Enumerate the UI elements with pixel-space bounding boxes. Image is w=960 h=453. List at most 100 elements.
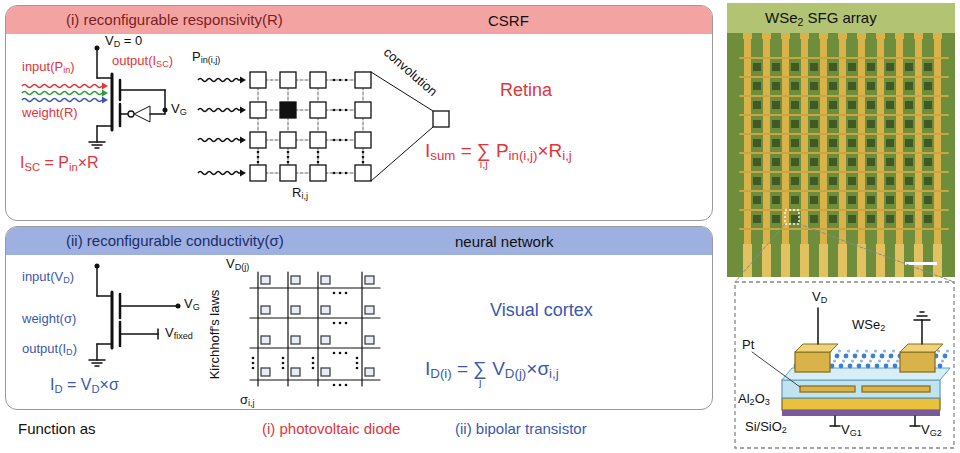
device-cell: [905, 82, 913, 90]
device-cell: [791, 177, 799, 185]
scale-bar: [905, 262, 937, 265]
pixel-square: [250, 102, 266, 118]
electrode-line: [740, 133, 948, 135]
terminal-dot: [339, 172, 342, 175]
ground-symbol: [917, 315, 927, 317]
terminal-dot: [333, 384, 336, 387]
terminal-dot: [333, 79, 336, 82]
analogy-label: Retina: [500, 80, 552, 101]
micrograph: [727, 3, 955, 33]
terminal-dot: [339, 139, 342, 142]
terminal-dot: [345, 322, 348, 325]
terminal-label: VD: [812, 290, 827, 305]
subscript: G2: [930, 428, 942, 438]
subscript: in: [63, 65, 70, 75]
terminal-label: VG: [171, 102, 187, 117]
ground-symbol: [92, 144, 102, 146]
ground-symbol: [920, 311, 924, 313]
channel: [111, 74, 114, 130]
pixel-square: [250, 165, 266, 181]
subscript: i,j: [549, 366, 559, 381]
device-cell: [848, 63, 856, 71]
electrode-pad: [895, 244, 904, 277]
device-cell: [772, 158, 780, 166]
terminal-bar: [157, 329, 159, 339]
light-wave: [198, 139, 240, 142]
signal-label: output(ISC): [112, 54, 173, 69]
terminal-dot: [339, 109, 342, 112]
wire: [120, 305, 178, 307]
wse2-atom: [941, 359, 944, 362]
device-cell: [753, 82, 761, 90]
ground-symbol: [89, 359, 105, 361]
terminal-dot: [282, 357, 285, 360]
device-cell: [924, 196, 932, 204]
electrode-pad: [933, 244, 942, 277]
device-cell: [924, 82, 932, 90]
signal-label: VD(j): [226, 257, 249, 272]
zoom-line: [735, 224, 785, 282]
wire: [97, 125, 112, 127]
device-cell: [791, 63, 799, 71]
electrode-line: [820, 38, 827, 244]
wse2-atom: [883, 349, 886, 352]
crossbar-line: [317, 272, 318, 386]
device-cell: [791, 196, 799, 204]
section-header-bar: (ii) reconfigurable conductivity(σ): [6, 227, 712, 255]
device-cell: [924, 63, 932, 71]
equation: Isum = ∑ Pin(i,j)×Ri,j: [425, 140, 572, 162]
device-cell: [791, 101, 799, 109]
inverter-symbol: [134, 106, 150, 122]
wse2-atom: [880, 354, 885, 359]
wire: [97, 295, 112, 297]
device-cell: [753, 120, 761, 128]
leader-line: [752, 352, 800, 387]
wse2-atom: [875, 364, 880, 369]
electrode-line: [740, 95, 948, 97]
terminal-dot: [317, 161, 320, 164]
terminal-dot: [252, 367, 255, 370]
terminal-dot: [282, 367, 285, 370]
electrode-line: [934, 38, 941, 244]
device-cell: [924, 215, 932, 223]
crossbar-cell: [261, 368, 270, 376]
device-cell: [829, 82, 837, 90]
module-name: CSRF: [488, 12, 529, 29]
crossbar-cell: [321, 336, 330, 344]
light-wave: [22, 99, 102, 102]
device-cell: [886, 101, 894, 109]
electrode-line: [744, 38, 751, 244]
signal-label: weight(σ): [22, 312, 76, 327]
subscript: D(i): [430, 366, 451, 381]
al2o3-layer: [782, 380, 940, 398]
device-cell: [791, 120, 799, 128]
crossbar-cell: [291, 368, 300, 376]
terminal-dot: [312, 357, 315, 360]
electrode-pad: [914, 244, 923, 277]
pixel-square: [310, 102, 326, 118]
device-cell: [753, 101, 761, 109]
device-cell: [772, 215, 780, 223]
wse2-atom: [865, 349, 868, 352]
crossbar-line: [250, 379, 380, 380]
terminal-dot: [339, 292, 342, 295]
device-cell: [791, 158, 799, 166]
sum-index: j: [479, 376, 481, 389]
device-cell: [810, 63, 818, 71]
device-cell: [848, 82, 856, 90]
electrode-pad: [819, 244, 828, 277]
wse2-atom: [889, 354, 894, 359]
terminal-dot: [362, 156, 365, 159]
electrode-line: [740, 190, 948, 192]
device-cell: [810, 101, 818, 109]
crossbar-line: [250, 347, 380, 348]
crossbar-cell: [261, 306, 270, 314]
device-cell: [791, 82, 799, 90]
wire: [921, 320, 923, 344]
law-label: Kirchhoff's laws: [209, 289, 224, 379]
wse2-atom: [842, 359, 845, 362]
terminal-dot: [339, 79, 342, 82]
micrograph-panel: WSe2 SFG array: [727, 3, 955, 277]
signal-label: weight(R): [22, 106, 78, 121]
device-cell: [886, 158, 894, 166]
